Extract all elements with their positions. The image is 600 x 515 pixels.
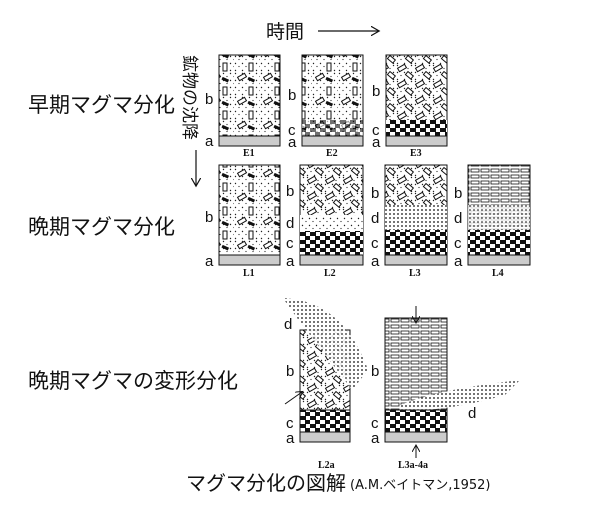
svg-text:a: a xyxy=(454,253,463,270)
svg-text:b: b xyxy=(288,87,296,104)
panel-label: E3 xyxy=(410,148,422,159)
svg-text:d: d xyxy=(286,215,294,232)
svg-text:b: b xyxy=(286,183,294,200)
row-label-early: 早期マグマ分化 xyxy=(28,93,175,117)
svg-text:c: c xyxy=(288,122,296,139)
svg-text:a: a xyxy=(205,253,214,270)
panel-label: L4 xyxy=(492,268,504,279)
svg-text:c: c xyxy=(371,235,379,252)
caption-title: マグマ分化の図解 xyxy=(186,471,346,495)
svg-text:b: b xyxy=(286,363,294,380)
svg-text:a: a xyxy=(286,430,295,447)
svg-text:d: d xyxy=(371,210,379,227)
panel-label: L3a-4a xyxy=(398,460,428,471)
svg-text:d: d xyxy=(284,316,292,333)
svg-text:a: a xyxy=(371,253,380,270)
svg-text:d: d xyxy=(468,405,476,422)
panel-l2: b d c a L2 xyxy=(286,164,364,279)
time-label: 時間 xyxy=(266,21,304,43)
svg-text:b: b xyxy=(205,209,213,226)
panel-l2a: d b c a L2a xyxy=(283,298,368,471)
svg-text:c: c xyxy=(454,235,462,252)
settling-label: 鉱物の沈降 xyxy=(179,55,199,140)
caption-source: (A.M.ベイトマン,1952) xyxy=(350,478,491,493)
panel-l3a-4a: b c a d L3a-4a xyxy=(371,306,520,471)
svg-text:c: c xyxy=(371,415,379,432)
svg-text:a: a xyxy=(372,134,381,151)
svg-text:a: a xyxy=(286,253,295,270)
svg-text:b: b xyxy=(372,83,380,100)
svg-text:b: b xyxy=(454,185,462,202)
panel-label: L2 xyxy=(324,268,336,279)
panel-l1: b a L1 xyxy=(205,164,281,279)
svg-text:c: c xyxy=(286,415,294,432)
row-label-late: 晩期マグマ分化 xyxy=(28,215,175,239)
panel-l3: b d c a L3 xyxy=(371,164,448,279)
svg-text:b: b xyxy=(371,363,379,380)
panel-label: E2 xyxy=(326,148,338,159)
panel-e3: b c a E3 xyxy=(372,54,448,159)
panel-e2: b c a E2 xyxy=(288,54,364,159)
svg-text:c: c xyxy=(286,235,294,252)
svg-text:b: b xyxy=(205,91,213,108)
panel-label: L1 xyxy=(243,268,255,279)
panel-label: L2a xyxy=(318,460,335,471)
row-label-late-modified: 晩期マグマの変形分化 xyxy=(28,369,238,393)
svg-text:d: d xyxy=(454,210,462,227)
svg-text:c: c xyxy=(372,122,380,139)
panel-l4: b d c a L4 xyxy=(454,164,531,279)
svg-text:a: a xyxy=(371,430,380,447)
svg-text:b: b xyxy=(371,185,379,202)
panel-label: L3 xyxy=(409,268,421,279)
svg-text:a: a xyxy=(205,133,214,150)
svg-text:a: a xyxy=(288,134,297,151)
panel-label: E1 xyxy=(243,148,255,159)
panel-e1: b a E1 xyxy=(205,54,281,159)
